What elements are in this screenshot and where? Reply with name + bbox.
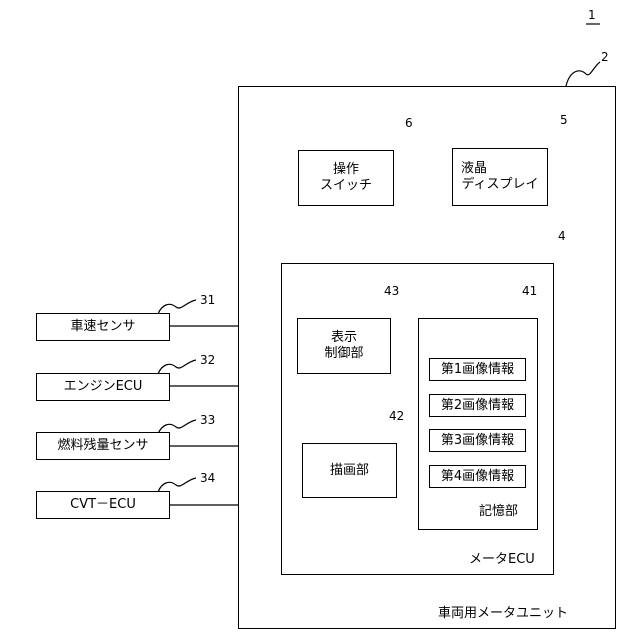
display-control-box: 表示 制御部 xyxy=(297,318,391,374)
memory-box xyxy=(418,318,538,530)
meter-ecu-label: メータECU xyxy=(469,552,535,568)
display-control-line2: 制御部 xyxy=(324,346,363,362)
input-ref-33: 33 xyxy=(200,413,215,427)
drawing-unit-label: 描画部 xyxy=(330,463,369,479)
image-info-4: 第4画像情報 xyxy=(429,465,526,488)
lcd-box: 液晶 ディスプレイ xyxy=(452,148,548,206)
lcd-line1: 液晶 xyxy=(461,161,487,177)
input-label-33: 燃料残量センサ xyxy=(57,438,148,454)
memory-label: 記憶部 xyxy=(479,504,518,520)
display-control-line1: 表示 xyxy=(331,330,357,346)
figure-ref: 1 xyxy=(588,8,596,22)
input-ref-32: 32 xyxy=(200,353,215,367)
leader-2 xyxy=(566,62,600,86)
display-control-ref: 43 xyxy=(384,284,399,298)
input-label-31: 車速センサ xyxy=(70,319,135,335)
image-info-1: 第1画像情報 xyxy=(429,358,526,381)
drawing-unit-ref: 42 xyxy=(389,409,404,423)
operation-switch-line2: スイッチ xyxy=(320,178,372,194)
operation-switch-box: 操作 スイッチ xyxy=(298,150,394,206)
image-info-2-label: 第2画像情報 xyxy=(441,398,514,414)
meter-unit-ref: 2 xyxy=(601,50,609,64)
image-info-3: 第3画像情報 xyxy=(429,429,526,452)
meter-ecu-ref: 4 xyxy=(558,229,566,243)
memory-ref: 41 xyxy=(522,284,537,298)
lcd-line2: ディスプレイ xyxy=(461,177,538,193)
operation-switch-ref: 6 xyxy=(405,116,413,130)
operation-switch-line1: 操作 xyxy=(333,162,359,178)
image-info-2: 第2画像情報 xyxy=(429,394,526,417)
input-box-32: エンジンECU xyxy=(36,373,170,401)
drawing-unit-box: 描画部 xyxy=(302,443,397,498)
leader-32 xyxy=(158,360,196,374)
image-info-4-label: 第4画像情報 xyxy=(441,469,514,485)
input-box-33: 燃料残量センサ xyxy=(36,432,170,460)
lcd-ref: 5 xyxy=(560,113,568,127)
leader-31 xyxy=(158,300,196,314)
input-label-32: エンジンECU xyxy=(64,379,143,395)
leader-34 xyxy=(158,478,196,492)
input-box-34: CVT－ECU xyxy=(36,491,170,519)
input-label-34: CVT－ECU xyxy=(70,497,136,513)
input-ref-31: 31 xyxy=(200,293,215,307)
image-info-1-label: 第1画像情報 xyxy=(441,362,514,378)
image-info-3-label: 第3画像情報 xyxy=(441,433,514,449)
meter-unit-label: 車両用メータユニット xyxy=(438,606,568,622)
input-ref-34: 34 xyxy=(200,471,215,485)
input-box-31: 車速センサ xyxy=(36,313,170,341)
